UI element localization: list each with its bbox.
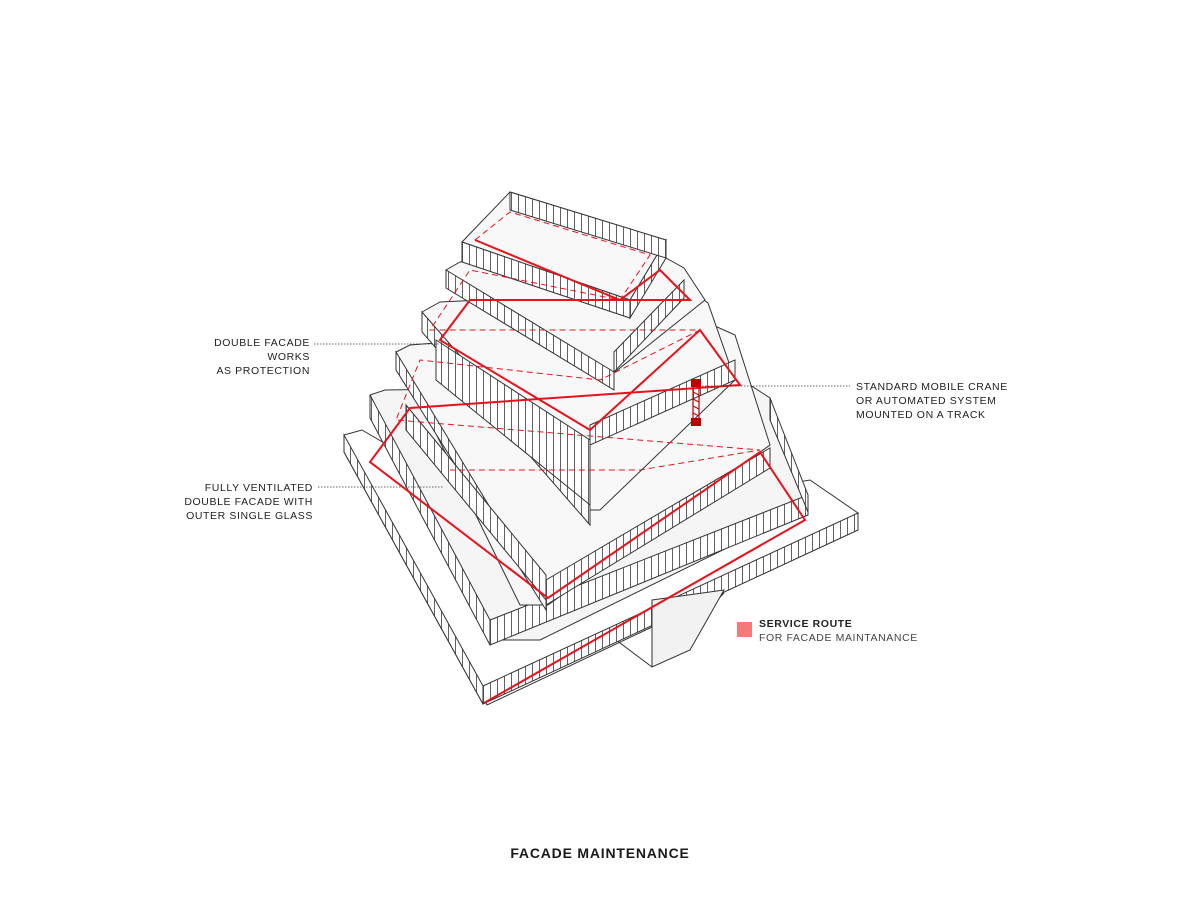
- crane-icon: [691, 379, 701, 426]
- label-crane: STANDARD MOBILE CRANE OR AUTOMATED SYSTE…: [856, 380, 1076, 422]
- label-line: MOUNTED ON A TRACK: [856, 409, 986, 421]
- label-line: FULLY VENTILATED: [204, 482, 313, 494]
- diagram-title: FACADE MAINTENANCE: [510, 845, 690, 861]
- legend-swatch: [737, 622, 752, 637]
- label-double-facade: DOUBLE FACADE WORKS AS PROTECTION: [170, 336, 310, 378]
- label-line: DOUBLE FACADE: [214, 337, 310, 349]
- leader-lines: [314, 343, 850, 488]
- legend-subtitle: FOR FACADE MAINTANANCE: [759, 632, 918, 644]
- label-line: STANDARD MOBILE CRANE: [856, 381, 1008, 393]
- label-line: AS PROTECTION: [216, 365, 310, 377]
- tier-4: [421, 289, 736, 527]
- label-line: DOUBLE FACADE WITH: [184, 496, 313, 508]
- legend-title: SERVICE ROUTE: [759, 618, 853, 630]
- label-line: OR AUTOMATED SYSTEM: [856, 395, 997, 407]
- label-line: OUTER SINGLE GLASS: [186, 510, 313, 522]
- service-route: [368, 211, 807, 704]
- label-ventilated-facade: FULLY VENTILATED DOUBLE FACADE WITH OUTE…: [150, 481, 313, 523]
- service-route-dashed: [395, 211, 761, 471]
- label-line: WORKS: [267, 351, 310, 363]
